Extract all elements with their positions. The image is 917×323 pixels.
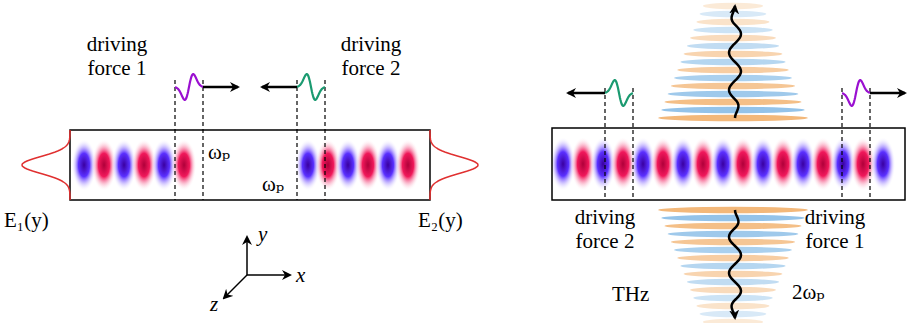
pulse	[842, 80, 870, 106]
radiation-stripe	[677, 255, 789, 261]
radiation-stripe	[674, 75, 792, 81]
pulse	[297, 74, 325, 100]
radiation-stripe	[690, 287, 776, 293]
thz-radiation	[658, 3, 808, 323]
gaussian-profile	[430, 130, 478, 200]
radiation-stripe	[703, 319, 763, 323]
wave-crest	[871, 137, 896, 191]
direction-arrows	[203, 87, 905, 93]
radiation-stripe	[658, 115, 808, 121]
dashed-markers	[175, 80, 870, 200]
label: x	[296, 263, 305, 287]
radiation-stripe	[684, 271, 783, 277]
label: THz	[612, 282, 649, 306]
radiation-stripe	[684, 51, 783, 57]
radiation-stripe	[693, 295, 773, 301]
wavy-arrow	[729, 6, 741, 118]
field-profile	[22, 130, 478, 200]
radiation-stripe	[693, 27, 773, 33]
label: driving force 1	[790, 205, 880, 253]
label: 2ωₚ	[792, 280, 825, 304]
label: E₂(y)	[418, 208, 463, 232]
label: z	[210, 292, 218, 316]
label: driving force 2	[560, 205, 650, 253]
label: driving force 2	[326, 32, 416, 80]
gaussian-profile	[22, 130, 70, 200]
radiation-stripe	[664, 99, 801, 105]
pulse	[605, 80, 633, 106]
radiation-stripe	[658, 207, 808, 213]
radiation-stripe	[661, 107, 805, 113]
label: driving force 1	[72, 32, 162, 80]
plasma-wave	[72, 137, 896, 191]
waveguide	[70, 130, 430, 200]
label: E₁(y)	[4, 208, 49, 232]
radiation-stripe	[690, 35, 776, 41]
wavy-arrow	[729, 210, 741, 318]
radiation-stripe	[674, 247, 792, 253]
radiation-stripe	[661, 215, 805, 221]
driving-pulses	[175, 74, 870, 106]
radiation-stripe	[677, 67, 789, 73]
axes	[224, 237, 290, 298]
radiation-stripe	[703, 3, 763, 9]
label: ωₚ	[262, 172, 284, 196]
label: ωₚ	[208, 140, 230, 164]
label: y	[258, 222, 267, 246]
pulse	[175, 74, 203, 100]
wave-crest	[396, 139, 421, 191]
emission-arrows	[729, 6, 741, 318]
